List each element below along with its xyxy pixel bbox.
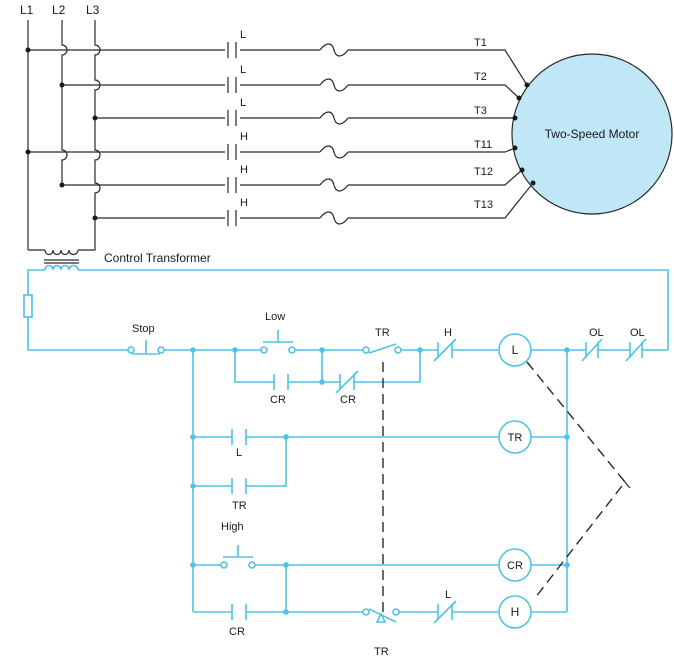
terminal-t11: T11 (474, 139, 492, 151)
power-junctions (25, 47, 98, 221)
tr-contact-2-label: TR (374, 646, 389, 658)
terminal-t2: T2 (474, 71, 487, 83)
fuse-to-stop-wire (27, 317, 128, 351)
lead-t1 (348, 49, 528, 86)
contact-label-5: H (240, 164, 248, 176)
high-label: High (221, 521, 244, 533)
contact-label-6: H (240, 197, 248, 209)
transformer-primary-coil (44, 249, 79, 256)
rung1-branch (234, 350, 421, 383)
motor-label: Two-Speed Motor (545, 127, 640, 141)
stop-pushbutton (127, 340, 165, 355)
terminal-t3: T3 (474, 105, 487, 117)
power-contacts (227, 42, 237, 226)
overload-heaters (319, 43, 349, 225)
stop-label: Stop (132, 323, 155, 335)
rung3-wire (193, 437, 287, 487)
contact-label-3: L (240, 97, 246, 109)
motor-circle (511, 53, 673, 215)
l-contact-rung2-label: L (236, 447, 242, 459)
line-label-l1: L1 (20, 3, 34, 17)
line-l2 (61, 20, 68, 185)
transformer-core (44, 259, 79, 264)
terminal-t13: T13 (474, 199, 493, 211)
terminal-t12: T12 (474, 166, 493, 178)
low-pushbutton (260, 330, 296, 354)
control-junctions (190, 347, 570, 615)
transformer-secondary-coil (44, 264, 79, 271)
contact-label-4: H (240, 131, 248, 143)
cr-contact-rung5 (231, 604, 247, 620)
tr-contact-1-label: TR (375, 327, 390, 339)
transformer-label: Control Transformer (104, 251, 211, 265)
tr-timed-contact-1 (362, 343, 402, 354)
cr-contact-b (335, 370, 359, 394)
interlock-pivot (619, 475, 631, 489)
line-label-l3: L3 (86, 3, 100, 17)
h-contact-label: H (444, 327, 452, 339)
l-contact-rung2 (231, 429, 247, 445)
control-top-wire (78, 269, 669, 350)
ol-label-2: OL (630, 327, 645, 339)
l-coil-label: L (512, 343, 519, 357)
cr-contact-a (273, 374, 289, 390)
tr-contact-rung3-label: TR (232, 500, 247, 512)
lead-t11 (348, 147, 516, 153)
tr-coil-label: TR (508, 432, 523, 444)
transformer-primary-leads (28, 218, 96, 251)
l-h-interlock-linkage (526, 361, 626, 599)
tr-timed-contact-2 (362, 608, 400, 623)
motor-terminal-dots (512, 82, 536, 186)
contact-label-1: L (240, 29, 246, 41)
ol-label-1: OL (589, 327, 604, 339)
cr-contact-b-label: CR (340, 394, 356, 406)
cr-coil-label: CR (507, 560, 523, 572)
control-circuit: Control Transformer Stop Low CR (23, 251, 669, 658)
lead-t13 (348, 182, 534, 219)
high-pushbutton (220, 545, 256, 569)
h-coil-label: H (511, 605, 520, 619)
tr-contact-rung3 (231, 478, 247, 494)
control-fuse (23, 294, 33, 318)
low-label: Low (265, 311, 285, 323)
line-label-l2: L2 (52, 3, 66, 17)
mechanical-linkages (382, 361, 631, 615)
l-contact-rung5-label: L (445, 589, 451, 601)
control-left-wire (27, 269, 45, 295)
lead-t2 (348, 84, 520, 99)
contact-label-2: L (240, 64, 246, 76)
cr-contact-a-label: CR (270, 394, 286, 406)
cr-contact-rung5-label: CR (229, 626, 245, 638)
lead-t12 (348, 169, 523, 186)
power-circuit: L1 L2 L3 L L L H H H (20, 3, 673, 264)
terminal-t1: T1 (474, 37, 487, 49)
